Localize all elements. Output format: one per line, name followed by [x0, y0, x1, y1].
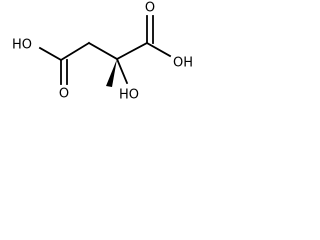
- bond-methylene-c-to-stereocenter-c: [87, 41, 119, 61]
- atom-label-right-hydroxyl: OH: [173, 56, 193, 71]
- atom-label-stereocenter-hydroxyl: HO: [119, 88, 139, 103]
- bond-left-carboxyl-c-to-methylene-c: [59, 41, 91, 62]
- bond-stereocenter-c-to-right-carboxyl-c: [115, 41, 149, 61]
- wedge-bond-methyl: [106, 59, 117, 87]
- bond-stereocenter-c-to-hydroxyl-o: [115, 57, 129, 85]
- atom-label-right-carbonyl-oxygen: O: [145, 1, 155, 16]
- atom-label-left-hydroxyl: HO: [12, 38, 32, 53]
- bond-right-carboxyl-c-to-hydroxyl-o: [145, 41, 172, 58]
- chemical-structure-diagram: O HO O OH HO: [12, 1, 193, 103]
- bond-left-carboxyl-c-to-hydroxyl-o: [38, 46, 63, 62]
- atom-label-left-carbonyl-oxygen: O: [59, 87, 69, 102]
- structure-canvas: O HO O OH HO: [0, 0, 210, 118]
